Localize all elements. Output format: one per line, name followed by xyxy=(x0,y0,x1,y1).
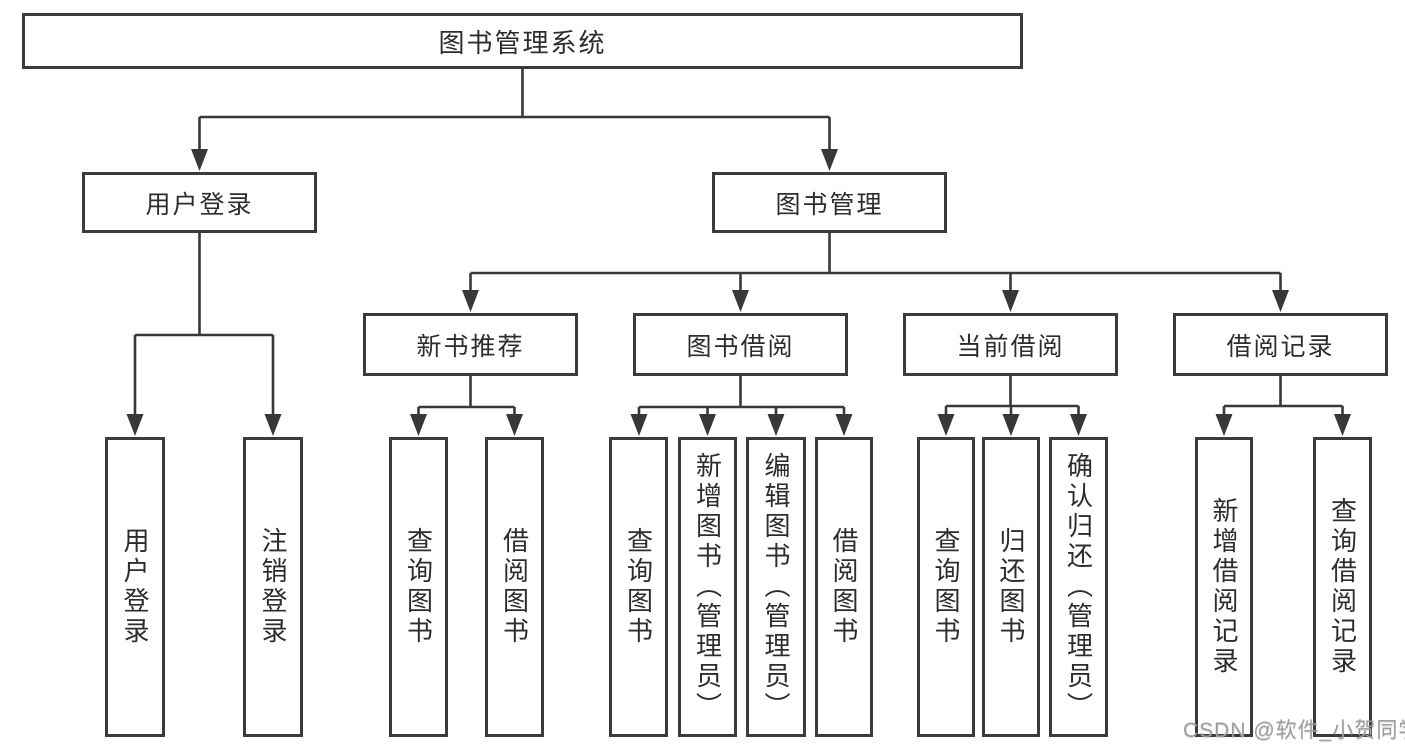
leaf-return-books: 归还图书 xyxy=(982,437,1040,737)
leaf-label: 新增借阅记录 xyxy=(1209,497,1239,677)
leaf-borrow-books-2: 借阅图书 xyxy=(815,437,873,737)
leaf-query-books-3: 查询图书 xyxy=(917,437,975,737)
leaf-label: 注销登录 xyxy=(258,527,288,647)
node-book-management: 图书管理 xyxy=(712,172,947,233)
leaf-logout: 注销登录 xyxy=(243,437,303,737)
leaf-add-borrow-record: 新增借阅记录 xyxy=(1195,437,1253,737)
leaf-borrow-books-1: 借阅图书 xyxy=(485,437,544,737)
leaf-edit-book-admin: 编辑图书（管理员） xyxy=(746,437,806,737)
leaf-label: 查询图书 xyxy=(623,527,654,647)
leaf-confirm-return-admin: 确认归还（管理员） xyxy=(1049,437,1108,737)
node-current-borrow: 当前借阅 xyxy=(903,313,1118,376)
leaf-user-login: 用户登录 xyxy=(105,437,165,737)
leaf-label: 用户登录 xyxy=(120,527,150,647)
node-book-borrow: 图书借阅 xyxy=(633,313,848,376)
leaf-query-books-2: 查询图书 xyxy=(609,437,668,737)
node-new-book-recommend: 新书推荐 xyxy=(363,313,578,376)
leaf-add-book-admin: 新增图书（管理员） xyxy=(678,437,737,737)
leaf-label: 查询图书 xyxy=(931,527,961,647)
leaf-query-borrow-record: 查询借阅记录 xyxy=(1313,437,1372,737)
watermark: CSDN @软件_小贺同学 xyxy=(1183,719,1405,742)
leaf-label: 借阅图书 xyxy=(829,527,859,647)
leaf-query-books-1: 查询图书 xyxy=(389,437,448,737)
leaf-label: 新增图书（管理员） xyxy=(692,452,723,722)
leaf-label: 归还图书 xyxy=(996,527,1026,647)
node-root: 图书管理系统 xyxy=(22,13,1023,69)
node-borrow-records: 借阅记录 xyxy=(1173,313,1388,376)
leaf-label: 确认归还（管理员） xyxy=(1063,452,1094,722)
leaf-label: 借阅图书 xyxy=(499,527,530,647)
arrowheads xyxy=(126,149,1351,436)
leaf-label: 查询借阅记录 xyxy=(1327,497,1358,677)
node-user-login: 用户登录 xyxy=(82,172,317,233)
leaf-label: 编辑图书（管理员） xyxy=(761,452,791,722)
leaf-label: 查询图书 xyxy=(403,527,434,647)
